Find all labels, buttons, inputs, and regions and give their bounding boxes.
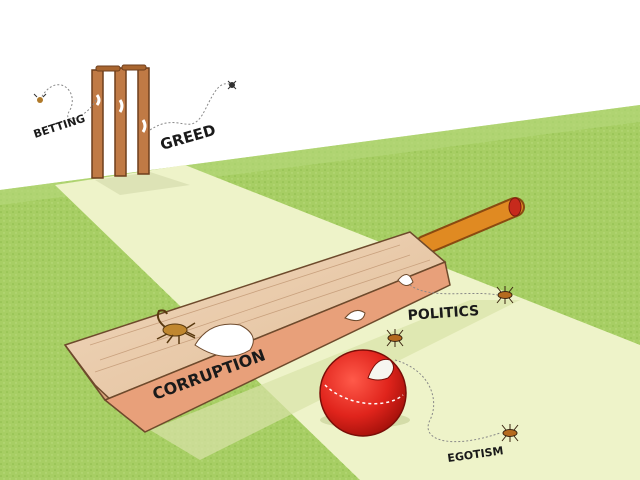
scorpion-icon bbox=[156, 309, 196, 344]
cricket-ball bbox=[319, 349, 410, 437]
bat-hole-2 bbox=[344, 309, 366, 322]
ant-icon bbox=[501, 424, 519, 442]
bat-hole-3 bbox=[397, 274, 414, 286]
greed-trail bbox=[149, 83, 233, 131]
stumps bbox=[91, 64, 150, 179]
bat-handle bbox=[415, 197, 525, 255]
ant-icon bbox=[386, 329, 404, 347]
flying-insect-icon bbox=[33, 93, 47, 103]
bat-blade bbox=[63, 231, 451, 433]
politics-trail bbox=[409, 284, 499, 296]
egotism-trail bbox=[394, 359, 501, 443]
ant-icon bbox=[496, 286, 514, 304]
stumps-shadow bbox=[95, 172, 190, 195]
bat-hole-1 bbox=[194, 323, 254, 357]
termite-icon bbox=[227, 80, 237, 90]
betting-trail bbox=[39, 84, 97, 120]
label-politics: POLITICS bbox=[407, 303, 480, 324]
